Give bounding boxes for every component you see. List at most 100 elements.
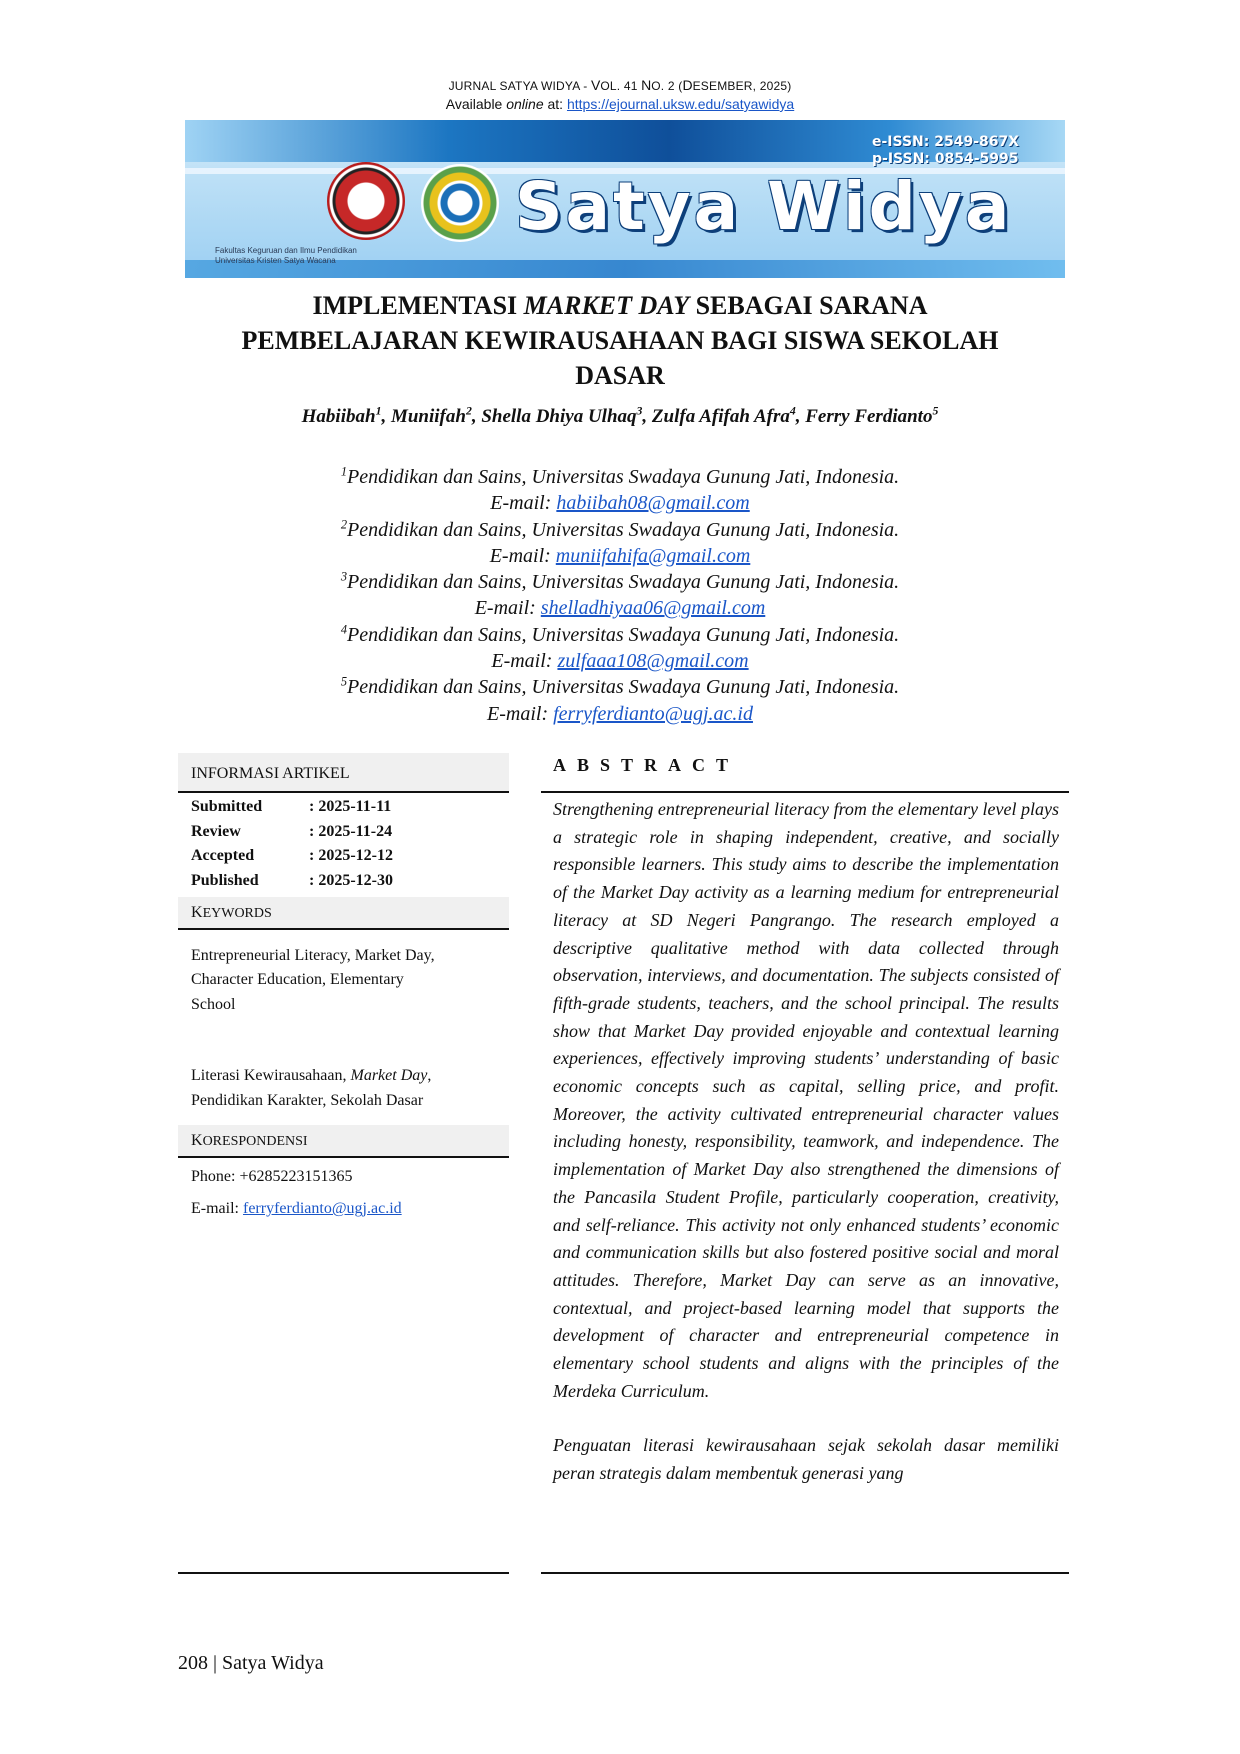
email-label: E-mail: xyxy=(489,544,556,567)
author-sup: 3 xyxy=(636,404,643,418)
available-at: at: xyxy=(543,96,567,112)
affiliation: 1Pendidikan dan Sains, Universitas Swada… xyxy=(200,464,1040,490)
affiliation-email: E-mail: muniifahifa@gmail.com xyxy=(200,543,1040,569)
date-label: Accepted xyxy=(191,847,255,865)
date-value: : 2025-11-11 xyxy=(309,798,392,815)
page-footer: 208 | Satya Widya xyxy=(178,1652,324,1674)
banner-title: Satya Widya xyxy=(515,168,1013,245)
email-label: E-mail: xyxy=(491,650,558,673)
affiliation-sup: 4 xyxy=(340,622,348,637)
title-line-1-italic: MARKET DAY xyxy=(523,291,690,320)
number-cap: N xyxy=(641,77,652,93)
affiliation-email: E-mail: habiibah08@gmail.com xyxy=(200,490,1040,516)
email-label: E-mail: xyxy=(487,702,554,725)
correspondence-email: E-mail: ferryferdianto@ugj.ac.id xyxy=(191,1193,496,1225)
email-label: E-mail: xyxy=(191,1200,243,1218)
affiliation: 2Pendidikan dan Sains, Universitas Swada… xyxy=(200,517,1040,543)
article-info-panel: INFORMASI ARTIKEL Submitted: 2025-11-11 … xyxy=(178,753,509,1225)
keywords-id-line: Literasi Kewirausahaan, Market Day, xyxy=(191,1064,496,1089)
email-label: E-mail: xyxy=(490,492,557,515)
title-line-2: PEMBELAJARAN KEWIRAUSAHAAN BAGI SISWA SE… xyxy=(241,326,999,355)
abstract-top-rule xyxy=(541,791,1069,793)
affiliation-text: Pendidikan dan Sains, Universitas Swaday… xyxy=(347,518,900,541)
affiliation-text: Pendidikan dan Sains, Universitas Swaday… xyxy=(347,571,900,594)
affiliation-text: Pendidikan dan Sains, Universitas Swaday… xyxy=(347,466,900,488)
author-list: Habiibah1, Muniifah2, Shella Dhiya Ulhaq… xyxy=(301,404,939,427)
banner-top-stripe xyxy=(185,120,1065,162)
author-name: Muniifah xyxy=(390,406,466,427)
keywords-en: Entrepreneurial Literacy, Market Day, Ch… xyxy=(178,944,509,1018)
correspondence-heading-rest: ORESPONDENSI xyxy=(202,1134,308,1150)
correspondence-heading: KORESPONDENSI xyxy=(178,1125,509,1159)
keywords-id-post: , xyxy=(427,1067,432,1085)
author-email-link[interactable]: muniifahifa@gmail.com xyxy=(555,544,751,567)
available-prefix: Available xyxy=(445,96,507,112)
author-name: Shella Dhiya Ulhaq xyxy=(481,406,637,427)
left-column-bottom-rule xyxy=(178,1572,509,1574)
affiliation-text: Pendidikan dan Sains, Universitas Swaday… xyxy=(347,623,900,646)
affiliation: 5Pendidikan dan Sains, Universitas Swada… xyxy=(200,674,1040,700)
date-label: Submitted xyxy=(191,798,263,815)
date-row: Review : 2025-11-24 xyxy=(191,820,496,845)
issue-date: ESEMBER, 2025) xyxy=(692,79,792,93)
keywords-en-line: Entrepreneurial Literacy, Market Day, xyxy=(191,946,435,964)
affiliation: 4Pendidikan dan Sains, Universitas Swada… xyxy=(200,622,1040,648)
pissn: p-ISSN: 0854-5995 xyxy=(872,151,1019,167)
affiliation-sup: 5 xyxy=(340,674,348,689)
affiliation-email: E-mail: ferryferdianto@ugj.ac.id xyxy=(200,701,1040,727)
affiliation: 3Pendidikan dan Sains, Universitas Swada… xyxy=(200,569,1040,595)
abstract-indonesian: Penguatan literasi kewirausahaan sejak s… xyxy=(553,1435,1059,1484)
correspondence-email-link[interactable]: ferryferdianto@ugj.ac.id xyxy=(242,1200,402,1218)
journal-banner: Satya Widya e-ISSN: 2549-867X p-ISSN: 08… xyxy=(185,120,1065,278)
affiliation-email: E-mail: shelladhiyaa06@gmail.com xyxy=(200,595,1040,621)
volume-cap: V xyxy=(591,77,601,93)
correspondence-contact: Phone: +6285223151365 E-mail: ferryferdi… xyxy=(178,1161,509,1225)
abstract-bottom-rule xyxy=(541,1572,1069,1574)
author-sup: 1 xyxy=(375,404,382,418)
author-sup: 5 xyxy=(932,404,939,418)
eissn: e-ISSN: 2549-867X xyxy=(872,134,1020,150)
author-sup: 4 xyxy=(789,404,796,418)
author-email-link[interactable]: zulfaaa108@gmail.com xyxy=(557,650,749,673)
keywords-en-line: School xyxy=(191,995,236,1013)
author-email-link[interactable]: habiibah08@gmail.com xyxy=(556,492,750,515)
keywords-en-line: Character Education, Elementary xyxy=(191,971,404,989)
article-dates: Submitted : 2025-11-11 Review : 2025-11-24… xyxy=(178,795,509,894)
affiliation-list: 1Pendidikan dan Sains, Universitas Swada… xyxy=(200,464,1040,727)
issn-block: e-ISSN: 2549-867X p-ISSN: 0854-5995 xyxy=(872,134,1019,168)
journal-url-link[interactable]: https://ejournal.uksw.edu/satyawidya xyxy=(566,96,795,112)
author-email-link[interactable]: ferryferdianto@ugj.ac.id xyxy=(553,702,753,725)
faculty-line-1: Fakultas Keguruan dan Ilmu Pendidikan xyxy=(215,246,357,255)
date-value: : 2025-11-24 xyxy=(309,822,393,840)
keywords-id-line: Pendidikan Karakter, Sekolah Dasar xyxy=(191,1091,424,1109)
affiliation-sup: 3 xyxy=(340,569,348,584)
banner-bottom-stripe xyxy=(185,260,1065,278)
keywords-heading: KEYWORDS xyxy=(178,896,509,930)
volume: OL. 41 xyxy=(600,79,642,93)
affiliation-sup: 2 xyxy=(340,516,348,531)
abstract-body: Strengthening entrepreneurial literacy f… xyxy=(553,796,1059,1488)
keywords-heading-cap: K xyxy=(191,903,203,921)
title-line-3: DASAR xyxy=(575,361,665,390)
date-label: Review xyxy=(191,822,241,840)
abstract-english: Strengthening entrepreneurial literacy f… xyxy=(553,799,1059,1401)
banner-faculty: Fakultas Keguruan dan Ilmu Pendidikan Un… xyxy=(215,246,357,266)
banner-highlight xyxy=(185,168,1065,174)
affiliation-sup: 1 xyxy=(340,464,348,479)
keywords-id-italic: Market Day xyxy=(350,1067,428,1085)
running-header: JURNAL SATYA WIDYA - VOL. 41 NO. 2 (DESE… xyxy=(0,76,1240,113)
date-row: Published: 2025-12-30 xyxy=(191,869,496,894)
email-label: E-mail: xyxy=(474,597,541,620)
date-value: : 2025-12-12 xyxy=(309,847,393,865)
affiliation-email: E-mail: zulfaaa108@gmail.com xyxy=(200,648,1040,674)
faculty-logo-icon xyxy=(421,164,499,242)
date-row: Submitted : 2025-11-11 xyxy=(191,795,496,820)
author-email-link[interactable]: shelladhiyaa06@gmail.com xyxy=(540,597,766,620)
university-seal-icon xyxy=(327,162,405,240)
abstract-heading: ABSTRACT xyxy=(553,755,740,775)
correspondence-phone: Phone: +6285223151365 xyxy=(191,1168,353,1186)
author-name: Zulfa Afifah Afra xyxy=(651,406,790,427)
affiliation-text: Pendidikan dan Sains, Universitas Swaday… xyxy=(347,676,900,699)
author-sup: 2 xyxy=(465,404,472,418)
date-row: Accepted : 2025-12-12 xyxy=(191,844,496,869)
